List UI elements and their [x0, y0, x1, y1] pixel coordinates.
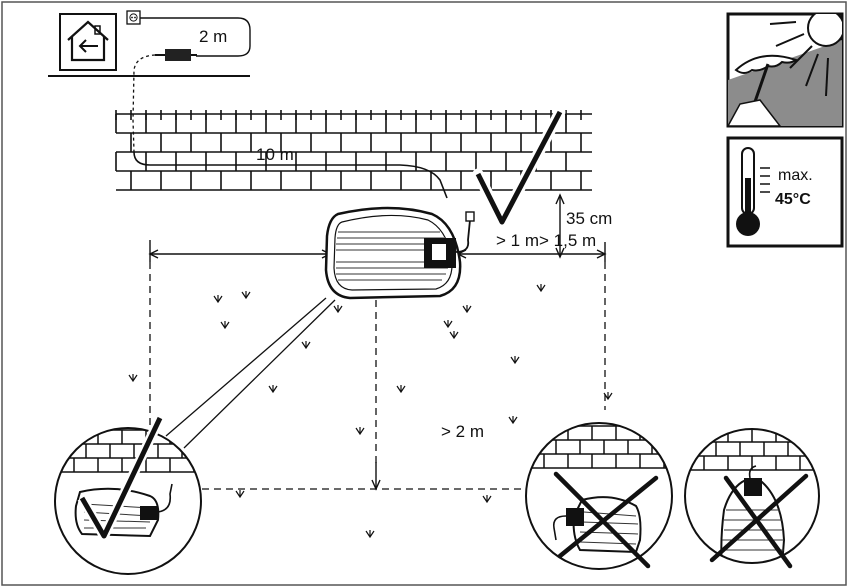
grass-tuft — [482, 495, 492, 504]
grass-tuft — [510, 356, 520, 365]
wall-clearance-dimension — [555, 193, 565, 259]
grass-tuft — [128, 374, 138, 383]
grass-tuft — [241, 291, 251, 300]
temp-max-label: max. — [778, 167, 813, 184]
charging-station — [324, 206, 475, 300]
cross-icon — [553, 471, 659, 569]
thermometer-icon — [726, 136, 844, 248]
grass-tuft — [449, 331, 459, 340]
cable-10m — [133, 151, 448, 199]
grass-tuft — [508, 416, 518, 425]
checkmark-icon — [79, 416, 163, 539]
grass-tuft — [365, 530, 375, 539]
grass-tuft — [235, 490, 245, 499]
grass-tuft — [603, 392, 613, 401]
grass-tuft — [220, 321, 230, 330]
grass-tuft — [355, 427, 365, 436]
temp-value-label: 45°C — [775, 191, 811, 208]
checkmark-icon — [475, 110, 563, 225]
grass-tuft — [462, 305, 472, 314]
grass-tuft — [333, 305, 343, 314]
front-clearance-label: > 2 m — [441, 422, 484, 441]
detail-wrong-placement-1 — [525, 422, 673, 570]
cross-icon — [709, 473, 809, 569]
detail-correct-placement — [54, 415, 202, 575]
grass-tuft — [301, 341, 311, 350]
brick-wall — [115, 110, 592, 191]
grass-tuft — [443, 320, 453, 329]
grass-tuft — [213, 295, 223, 304]
cable-2m — [140, 17, 251, 57]
sun-with-umbrella-icon — [726, 12, 844, 128]
cable-10m-buried — [132, 54, 156, 153]
mowing-area-boundary — [149, 262, 606, 490]
grass-tuft — [536, 284, 546, 293]
front-clearance-arrow — [371, 462, 381, 491]
zoom-lines — [165, 297, 336, 449]
power-socket-icon — [126, 10, 141, 25]
detail-wrong-placement-2 — [684, 428, 820, 569]
cable-short-label: 2 m — [199, 27, 227, 46]
grass-tuft — [268, 385, 278, 394]
side-clearance-label: > 1 m> 1,5 m — [496, 231, 596, 250]
grass-marks — [128, 284, 613, 539]
grass-tuft — [396, 385, 406, 394]
wall-clearance-label: 35 cm — [566, 209, 612, 228]
power-adapter-icon — [155, 49, 197, 61]
cable-long-label: 10 m — [256, 145, 294, 164]
house-with-arrow-icon — [59, 13, 117, 71]
